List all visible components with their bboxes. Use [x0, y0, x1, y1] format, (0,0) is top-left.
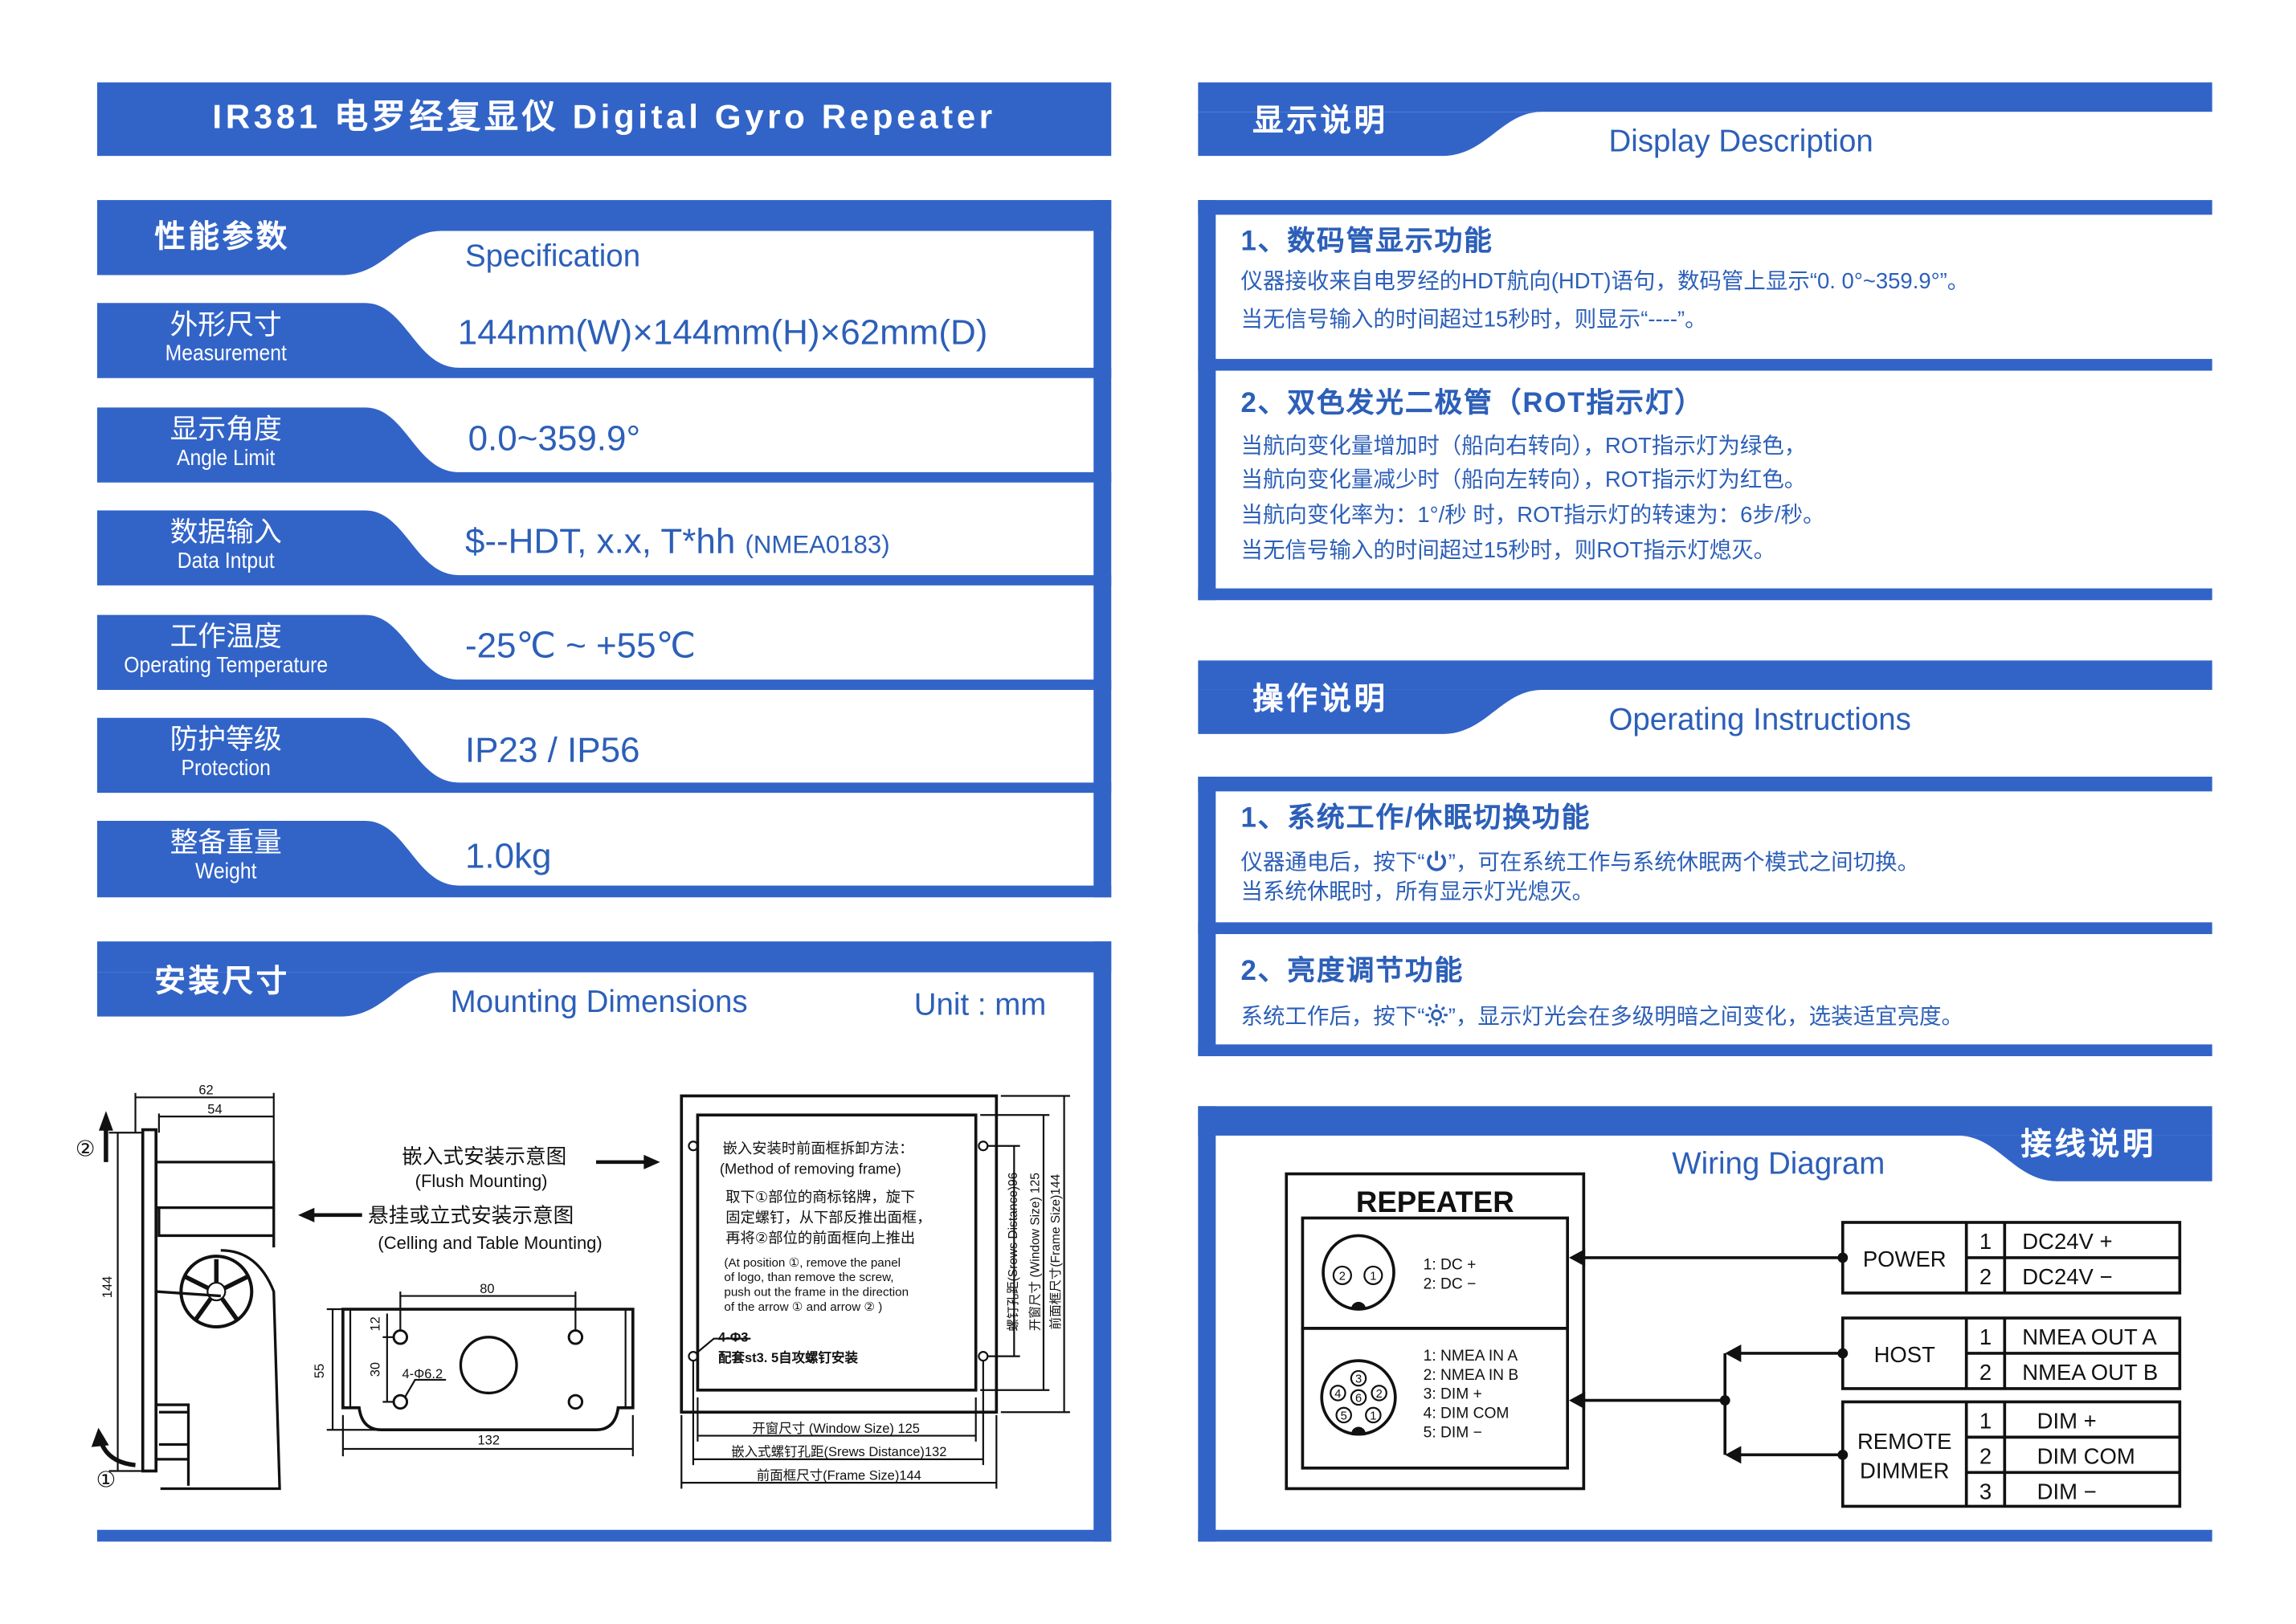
mount-right-border [1093, 941, 1112, 1542]
display-section-2-title: 2、双色发光二极管（ROT指示灯） [1240, 388, 1704, 419]
title-bar [96, 82, 1112, 157]
wiring-bottom-band [1198, 1529, 2212, 1542]
display-label-cn: 显示说明 [1252, 104, 1388, 139]
spec-value-measurement: 144mm(W)×144mm(H)×62mm(D) [457, 313, 988, 353]
operating-text: 仪器通电后，按下“”，可在系统工作与系统休眠两个模式之间切换。 [1240, 850, 1920, 875]
display-left-border [1198, 200, 1216, 601]
display-header-tab [1198, 112, 1543, 157]
wiring-label-en: Wiring Diagram [1672, 1147, 1885, 1181]
spec-label-cn: 性能参数 [154, 220, 290, 255]
mount-label-cn: 安装尺寸 [154, 965, 290, 999]
wiring-left-border [1198, 1106, 1216, 1542]
display-text: 当无信号输入的时间超过15秒时，则ROT指示灯熄灭。 [1240, 538, 1776, 564]
display-section-1-title: 1、数码管显示功能 [1240, 226, 1493, 258]
operating-label-cn: 操作说明 [1252, 682, 1388, 716]
unit-label: Unit : mm [913, 988, 1047, 1022]
spec-row-tab [96, 303, 1112, 378]
display-text: 当航向变化量增加时（船向右转向），ROT指示灯为绿色， [1240, 434, 1807, 459]
page-title: IR381 电罗经复显仪 Digital Gyro Repeater [212, 96, 996, 136]
operating-label-en: Operating Instructions [1608, 703, 1911, 737]
operating-header-band [1198, 660, 2212, 690]
operating-left-border [1198, 777, 1216, 1057]
spec-value-weight: 1.0kg [464, 837, 552, 877]
mount-bottom-band [96, 1529, 1112, 1542]
operating-section-2-title: 2、亮度调节功能 [1240, 956, 1465, 987]
spec-top-band [96, 200, 1112, 231]
display-label-en: Display Description [1608, 124, 1873, 159]
operating-band [1198, 922, 2212, 935]
display-band [1198, 200, 2212, 215]
display-header-band [1198, 82, 2212, 112]
display-text: 当无信号输入的时间超过15秒时，则显示“----”。 [1240, 307, 1707, 333]
spec-row-tab [96, 510, 1112, 586]
mount-header-tab [96, 972, 442, 1017]
power-icon [1427, 851, 1446, 871]
spec-row-tab [96, 820, 1112, 898]
brightness-icon [1425, 1003, 1448, 1026]
operating-header-tab [1198, 689, 1543, 734]
wiring-label-cn: 接线说明 [2020, 1128, 2157, 1162]
spec-row-tab [96, 614, 1112, 690]
operating-text: 系统工作后，按下“”，显示灯光会在多级明暗之间变化，选装适宜亮度。 [1240, 1003, 1964, 1030]
spec-value-angle: 0.0~359.9° [468, 418, 641, 459]
spec-value-protection: IP23 / IP56 [464, 731, 640, 771]
operating-band [1198, 1044, 2212, 1057]
operating-band [1198, 777, 2212, 792]
display-text: 当航向变化率为：1°/秒 时，ROT指示灯的转速为：6步/秒。 [1240, 503, 1825, 528]
display-band [1198, 358, 2212, 371]
spec-label-en: Specification [464, 239, 641, 274]
spec-row-tab [96, 407, 1112, 483]
operating-text: 当系统休眠时，所有显示灯光熄灭。 [1240, 879, 1595, 905]
display-text: 仪器接收来自电罗经的HDT航向(HDT)语句，数码管上显示“0. 0°~359.… [1240, 269, 1970, 295]
mount-top-band [96, 941, 1112, 973]
operating-section-1-title: 1、系统工作/休眠切换功能 [1240, 802, 1591, 834]
spec-value-data-input: $--HDT, x.x, T*hh (NMEA0183) [464, 522, 890, 562]
spec-header-tab [96, 231, 442, 275]
mount-label-en: Mounting Dimensions [450, 985, 748, 1020]
wiring-header-band [1198, 1106, 2212, 1136]
spec-value-temperature: -25℃ ~ +55℃ [464, 626, 696, 667]
spec-row-tab [96, 717, 1112, 794]
display-text: 当航向变化量减少时（船向左转向），ROT指示灯为红色。 [1240, 467, 1807, 493]
display-band [1198, 588, 2212, 601]
wiring-header-tab [1957, 1135, 2212, 1181]
